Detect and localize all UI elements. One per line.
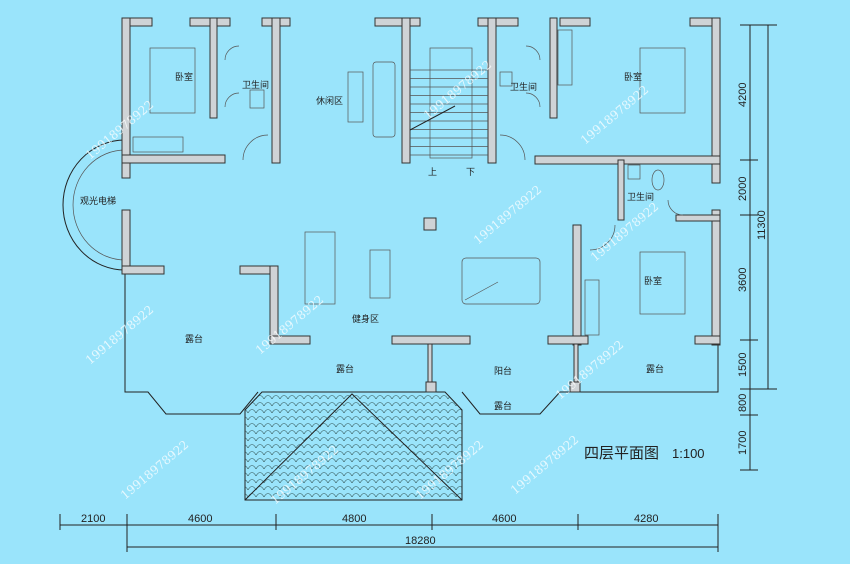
toilet-icon (499, 71, 513, 87)
bed-icon (639, 47, 686, 114)
watermark: 19918978922 (83, 303, 156, 368)
dimension-label: 1500 (737, 353, 749, 377)
dimension-label: 4800 (342, 513, 366, 525)
bed-icon (639, 251, 686, 315)
room-label: 露台 (494, 400, 512, 412)
watermark: 19918978922 (578, 83, 651, 148)
bed-icon (149, 47, 196, 114)
room-label: 露台 (185, 333, 203, 345)
doors[interactable] (224, 45, 684, 251)
room-label: 卧室 (644, 275, 662, 287)
wardrobe-icon (557, 29, 573, 86)
room-label: 卧室 (624, 71, 642, 83)
wardrobe-icon (584, 279, 600, 336)
room-label: 卫生间 (510, 81, 537, 93)
room-label: 卧室 (175, 71, 193, 83)
dimension-label: 4600 (188, 513, 212, 525)
room-label: 阳台 (494, 365, 512, 377)
stair-label: 上 (428, 167, 437, 178)
furniture (132, 29, 686, 336)
right-dimensions: 4200 2000 3600 1500 800 1700 11300 (737, 24, 777, 471)
watermark: 19918978922 (118, 438, 191, 503)
room-label: 露台 (646, 363, 664, 375)
sofa-icon (372, 61, 396, 138)
roof-ridge (244, 393, 463, 501)
dimension-total: 11300 (756, 210, 768, 240)
elevator-inner (72, 149, 126, 261)
dimension-label: 4600 (492, 513, 516, 525)
room-label: 观光电梯 (80, 195, 116, 207)
dimension-label: 3600 (737, 268, 749, 292)
room-label: 健身区 (352, 313, 379, 325)
stair-break-line (409, 105, 456, 131)
sink-icon (627, 164, 641, 180)
table-icon (347, 71, 364, 123)
watermark: 19918978922 (553, 338, 626, 403)
dimension-label: 4280 (634, 513, 658, 525)
terrace-outline (124, 270, 259, 415)
watermark: 19918978922 (83, 98, 156, 163)
plan-title: 四层平面图 (584, 444, 659, 462)
dimension-label: 2100 (81, 513, 105, 525)
watermark: 19918978922 (471, 183, 544, 248)
toilet-icon (651, 169, 665, 191)
watermark: 19918978922 (253, 293, 326, 358)
dimension-total: 18280 (405, 535, 436, 547)
bench-icon (369, 249, 391, 299)
watermark: 19918978922 (508, 433, 581, 498)
room-label: 卫生间 (627, 191, 654, 203)
watermark: 19918978922 (588, 200, 661, 265)
room-label: 露台 (336, 363, 354, 375)
staircase[interactable] (410, 47, 488, 159)
plan-scale: 1:100 (672, 446, 705, 461)
room-label: 卫生间 (242, 79, 269, 91)
billiard-cue-icon (464, 281, 499, 301)
bottom-dimensions: 2100 4600 4800 4600 4280 18280 (59, 513, 719, 552)
sink-icon (249, 89, 265, 109)
billiard-table-icon (461, 257, 541, 305)
room-label: 休闲区 (316, 95, 343, 107)
gym-machine-icon (304, 231, 336, 305)
dimension-label: 4200 (737, 83, 749, 107)
terrace-outline (461, 345, 719, 415)
wardrobe-icon (132, 136, 184, 153)
elevator-shaft (62, 139, 126, 271)
dimension-label: 800 (737, 394, 749, 412)
stair-label: 下 (466, 168, 475, 178)
column (423, 217, 437, 231)
dimension-label: 2000 (737, 177, 749, 201)
dimension-label: 1700 (737, 431, 749, 455)
walls (121, 17, 721, 393)
